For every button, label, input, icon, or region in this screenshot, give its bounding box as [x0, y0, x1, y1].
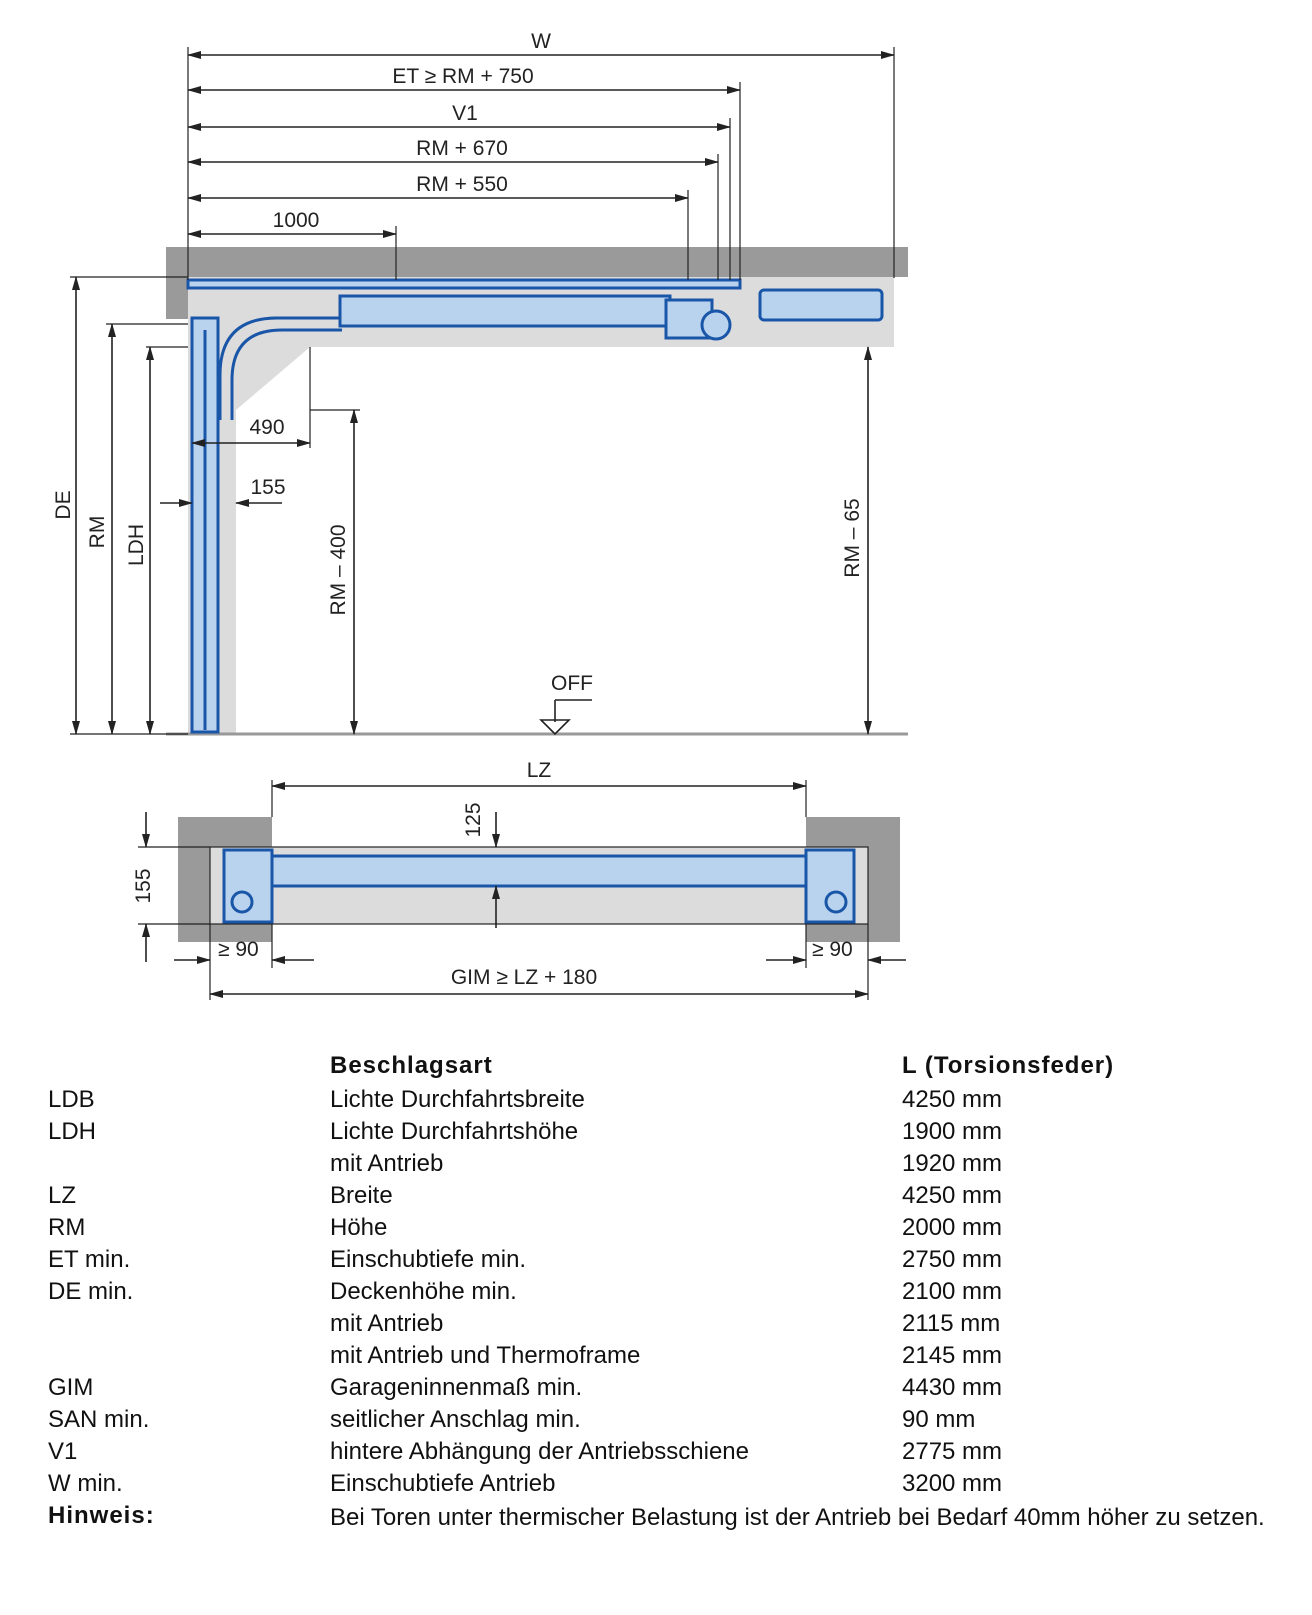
row-value: 2100 mm	[902, 1278, 1003, 1305]
label-125: 125	[462, 802, 485, 837]
row-value: 2750 mm	[902, 1246, 1003, 1273]
table-row: mit Antrieb und Thermoframe 2145 mm	[48, 1342, 1298, 1374]
frame-left	[222, 848, 274, 924]
row-description: Breite	[330, 1182, 393, 1209]
table-row: LDB Lichte Durchfahrtsbreite 4250 mm	[48, 1086, 1298, 1118]
table-row: W min. Einschubtiefe Antrieb 3200 mm	[48, 1470, 1298, 1502]
row-description: Deckenhöhe min.	[330, 1278, 517, 1305]
spring-drum	[700, 309, 732, 341]
hint-text: Bei Toren unter thermischer Belastung is…	[330, 1504, 1265, 1531]
row-value: 2000 mm	[902, 1214, 1003, 1241]
table-row: V1 hintere Abhängung der Antriebsschiene 2…	[48, 1438, 1298, 1470]
row-description: Lichte Durchfahrtshöhe	[330, 1118, 579, 1145]
table-row: LDH Lichte Durchfahrtshöhe 1900 mm	[48, 1118, 1298, 1150]
curve-zone	[236, 347, 310, 410]
header-fitting-type: Beschlagsart	[330, 1052, 493, 1079]
header-torsion-spring: L (Torsionsfeder)	[902, 1052, 1115, 1079]
roller-right	[824, 890, 848, 914]
row-description: Einschubtiefe Antrieb	[330, 1470, 556, 1497]
table-row: RM Höhe 2000 mm	[48, 1214, 1298, 1246]
table-row: GIM Garageninnenmaß min. 4430 mm	[48, 1374, 1298, 1406]
hint-row: Hinweis: Bei Toren unter thermischer Bel…	[48, 1502, 1298, 1534]
lintel	[166, 277, 188, 319]
label-san-right: ≥ 90	[812, 938, 853, 961]
row-abbreviation: GIM	[48, 1374, 94, 1401]
row-abbreviation: DE min.	[48, 1278, 134, 1305]
row-abbreviation: W min.	[48, 1470, 123, 1497]
roller-left	[230, 890, 254, 914]
row-abbreviation: LDB	[48, 1086, 95, 1113]
header-col1	[48, 1052, 330, 1086]
row-description: hintere Abhängung der Antriebsschiene	[330, 1438, 749, 1465]
table-row: LZ Breite 4250 mm	[48, 1182, 1298, 1214]
motor-unit	[758, 288, 884, 322]
table-row: ET min. Einschubtiefe min. 2750 mm	[48, 1246, 1298, 1278]
label-san-left: ≥ 90	[218, 938, 259, 961]
row-value: 2145 mm	[902, 1342, 1003, 1369]
floor-level-marker	[539, 719, 571, 736]
label-ldh: LDH	[125, 524, 148, 566]
label-490: 490	[249, 416, 284, 439]
table-header-row: Beschlagsart L (Torsionsfeder)	[48, 1052, 1298, 1086]
row-description: seitlicher Anschlag min.	[330, 1406, 581, 1433]
door-leaf-plan	[260, 854, 818, 888]
label-de: DE	[52, 490, 75, 519]
row-abbreviation: ET min.	[48, 1246, 131, 1273]
label-1000: 1000	[273, 209, 320, 232]
row-description: mit Antrieb	[330, 1150, 444, 1177]
row-value: 2115 mm	[902, 1310, 1001, 1337]
row-abbreviation	[48, 1150, 330, 1182]
row-abbreviation: SAN min.	[48, 1406, 150, 1433]
side-view: W ET ≥ RM + 750 V1 RM + 670 RM + 550 100…	[52, 30, 908, 736]
table-row: mit Antrieb 2115 mm	[48, 1310, 1298, 1342]
row-description: mit Antrieb	[330, 1310, 444, 1337]
hint-label: Hinweis:	[48, 1502, 155, 1529]
label-w: W	[531, 30, 551, 53]
label-off: OFF	[551, 672, 593, 695]
table-row: DE min. Deckenhöhe min. 2100 mm	[48, 1278, 1298, 1310]
row-value: 4430 mm	[902, 1374, 1003, 1401]
horizontal-track	[338, 294, 672, 328]
label-et: ET ≥ RM + 750	[392, 65, 533, 88]
curved-track	[230, 328, 342, 420]
row-value: 4250 mm	[902, 1182, 1003, 1209]
table-row: SAN min. seitlicher Anschlag min. 90 mm	[48, 1406, 1298, 1438]
door-installation-drawing: W ET ≥ RM + 750 V1 RM + 670 RM + 550 100…	[52, 30, 908, 1000]
label-v1: V1	[452, 102, 478, 125]
row-abbreviation	[48, 1310, 330, 1342]
table-row: mit Antrieb 1920 mm	[48, 1150, 1298, 1182]
row-value: 2775 mm	[902, 1438, 1003, 1465]
label-rm: RM	[86, 516, 109, 549]
row-value: 4250 mm	[902, 1086, 1003, 1113]
drive-rail	[186, 278, 742, 290]
row-value: 90 mm	[902, 1406, 976, 1433]
row-description: Höhe	[330, 1214, 388, 1241]
row-description: Einschubtiefe min.	[330, 1246, 527, 1273]
row-abbreviation: V1	[48, 1438, 78, 1465]
row-description: mit Antrieb und Thermoframe	[330, 1342, 641, 1369]
specification-table: Beschlagsart L (Torsionsfeder) LDB Lichte…	[48, 1052, 1298, 1534]
curved-track-inner	[218, 316, 342, 420]
ceiling	[166, 247, 908, 277]
label-rm550: RM + 550	[416, 173, 508, 196]
row-abbreviation: LDH	[48, 1118, 97, 1145]
row-value: 1900 mm	[902, 1118, 1003, 1145]
label-gim: GIM ≥ LZ + 180	[451, 966, 597, 989]
row-abbreviation: LZ	[48, 1182, 77, 1209]
row-abbreviation	[48, 1342, 330, 1374]
row-abbreviation: RM	[48, 1214, 86, 1241]
label-lz: LZ	[527, 759, 552, 782]
label-rm400: RM – 400	[327, 524, 350, 615]
row-value: 1920 mm	[902, 1150, 1003, 1177]
label-155-side: 155	[250, 476, 285, 499]
label-155-plan: 155	[132, 868, 155, 903]
row-description: Garageninnenmaß min.	[330, 1374, 583, 1401]
plan-view: LZ 125 155 ≥ 90 ≥ 90 GIM ≥ LZ + 180	[132, 759, 906, 1000]
row-description: Lichte Durchfahrtsbreite	[330, 1086, 585, 1113]
label-rm670: RM + 670	[416, 137, 508, 160]
label-rm65: RM – 65	[841, 498, 864, 577]
row-value: 3200 mm	[902, 1470, 1003, 1497]
